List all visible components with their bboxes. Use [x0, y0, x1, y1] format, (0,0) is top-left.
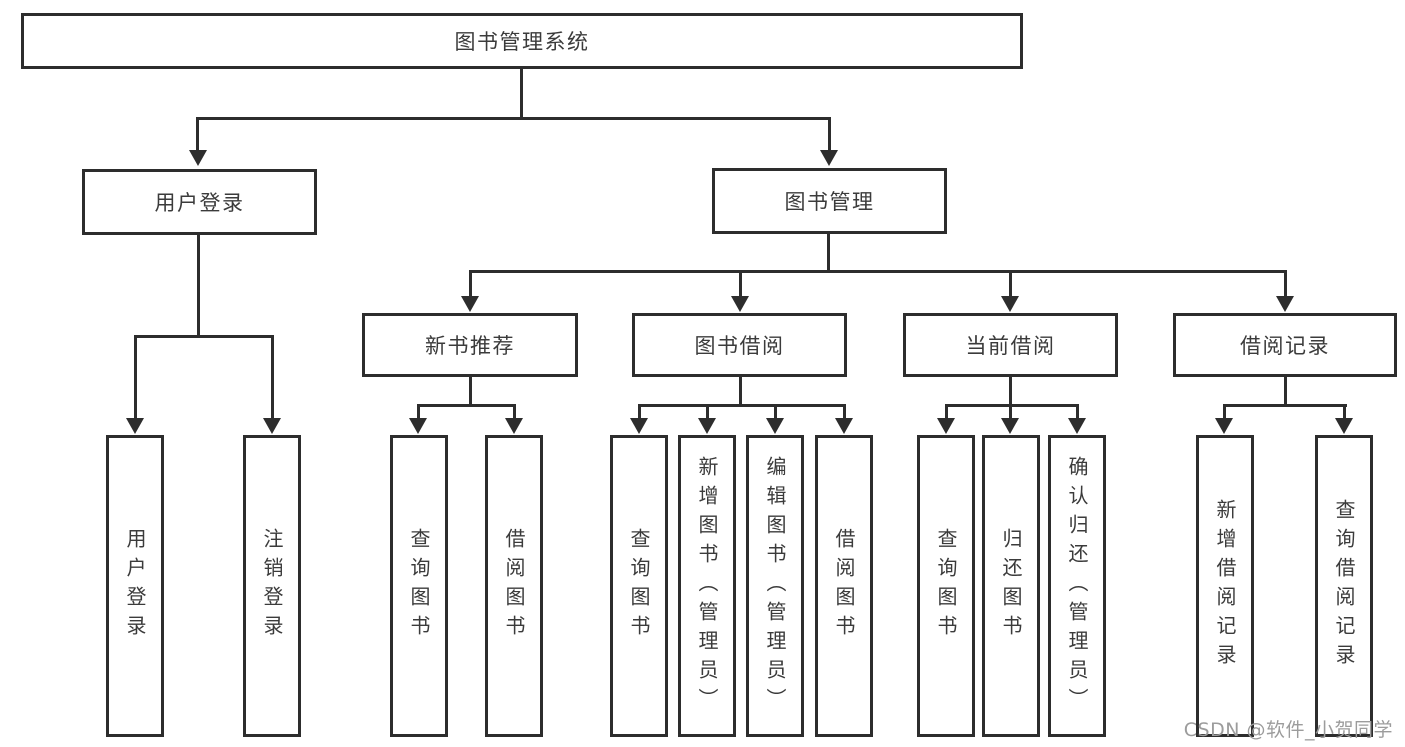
- arrow-down-icon: [1001, 418, 1019, 434]
- connector-line: [1009, 377, 1012, 407]
- connector-line: [196, 117, 199, 153]
- arrow-down-icon: [1215, 418, 1233, 434]
- connector-line: [739, 377, 742, 407]
- connector-line: [469, 377, 472, 407]
- connector-line: [469, 270, 472, 298]
- arrow-down-icon: [698, 418, 716, 434]
- node-library-management-system: 图书管理系统: [21, 13, 1023, 69]
- leaf-query-books: 查询图书: [610, 435, 668, 737]
- node-user-login: 用户登录: [82, 169, 317, 235]
- connector-line: [196, 117, 831, 120]
- connector-line: [1009, 270, 1012, 298]
- leaf-add-books-admin: 新增图书（管理员）: [678, 435, 736, 737]
- node-new-book-recommendation: 新书推荐: [362, 313, 578, 377]
- connector-line: [1223, 404, 1226, 420]
- arrow-down-icon: [263, 418, 281, 434]
- connector-line: [1284, 377, 1287, 407]
- leaf-logout-login: 注销登录: [243, 435, 301, 737]
- connector-line: [739, 270, 742, 298]
- connector-line: [513, 404, 516, 420]
- arrow-down-icon: [937, 418, 955, 434]
- leaf-confirm-return-admin: 确认归还（管理员）: [1048, 435, 1106, 737]
- arrow-down-icon: [461, 296, 479, 312]
- connector-line: [1343, 404, 1346, 420]
- arrow-down-icon: [630, 418, 648, 434]
- connector-line: [417, 404, 516, 407]
- arrow-down-icon: [1276, 296, 1294, 312]
- connector-line: [417, 404, 420, 420]
- connector-line: [1076, 404, 1079, 420]
- arrow-down-icon: [409, 418, 427, 434]
- connector-line: [638, 404, 641, 420]
- connector-line: [945, 404, 948, 420]
- connector-line: [945, 404, 1079, 407]
- arrow-down-icon: [126, 418, 144, 434]
- node-book-management: 图书管理: [712, 168, 947, 234]
- connector-line: [197, 235, 200, 338]
- connector-line: [134, 335, 137, 420]
- arrow-down-icon: [835, 418, 853, 434]
- connector-line: [1009, 404, 1012, 420]
- node-book-borrowing: 图书借阅: [632, 313, 847, 377]
- leaf-add-borrow-record: 新增借阅记录: [1196, 435, 1254, 737]
- connector-line: [1284, 270, 1287, 298]
- connector-line: [828, 117, 831, 153]
- leaf-query-books: 查询图书: [390, 435, 448, 737]
- leaf-query-borrow-record: 查询借阅记录: [1315, 435, 1373, 737]
- arrow-down-icon: [820, 150, 838, 166]
- node-borrow-records: 借阅记录: [1173, 313, 1397, 377]
- leaf-borrow-books: 借阅图书: [815, 435, 873, 737]
- leaf-borrow-books: 借阅图书: [485, 435, 543, 737]
- connector-line: [134, 335, 274, 338]
- connector-line: [271, 335, 274, 420]
- arrow-down-icon: [1068, 418, 1086, 434]
- arrow-down-icon: [189, 150, 207, 166]
- watermark-csdn: CSDN @软件_小贺同学: [1183, 719, 1393, 741]
- connector-line: [827, 234, 830, 273]
- node-current-borrowing: 当前借阅: [903, 313, 1118, 377]
- leaf-return-books: 归还图书: [982, 435, 1040, 737]
- connector-line: [843, 404, 846, 420]
- connector-line: [706, 404, 709, 420]
- connector-line: [1223, 404, 1347, 407]
- arrow-down-icon: [731, 296, 749, 312]
- arrow-down-icon: [1335, 418, 1353, 434]
- connector-line: [469, 270, 1287, 273]
- connector-line: [520, 68, 523, 118]
- connector-line: [638, 404, 846, 407]
- leaf-user-login: 用户登录: [106, 435, 164, 737]
- connector-line: [774, 404, 777, 420]
- leaf-query-books: 查询图书: [917, 435, 975, 737]
- leaf-edit-books-admin: 编辑图书（管理员）: [746, 435, 804, 737]
- arrow-down-icon: [505, 418, 523, 434]
- arrow-down-icon: [1001, 296, 1019, 312]
- arrow-down-icon: [766, 418, 784, 434]
